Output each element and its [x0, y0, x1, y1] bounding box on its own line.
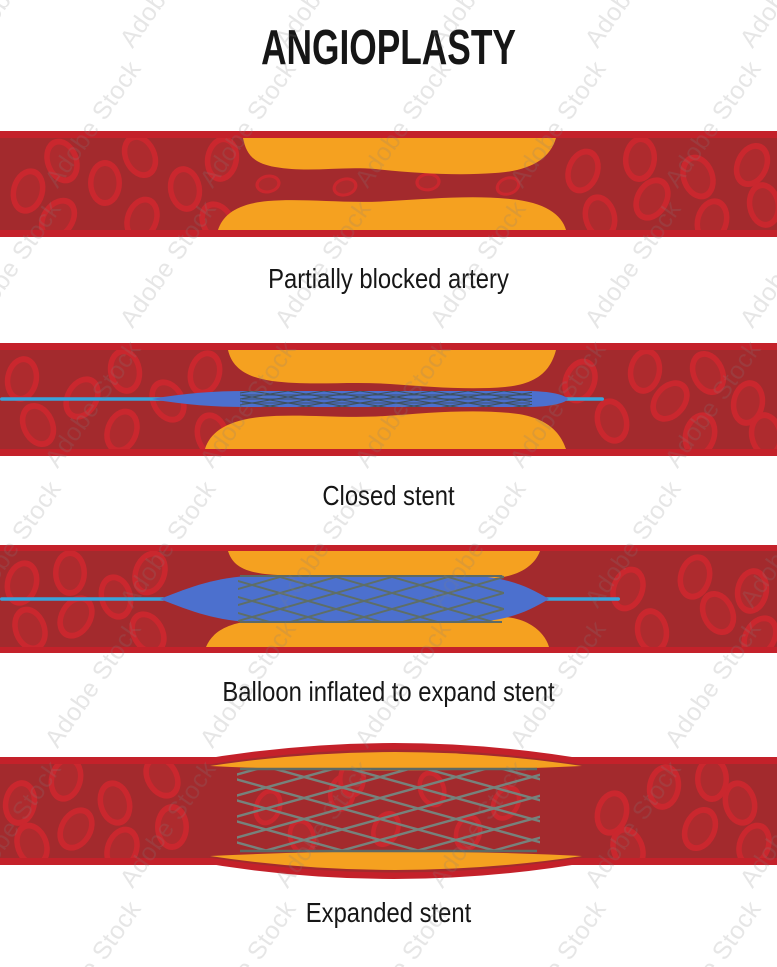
- red-blood-cell: [88, 160, 122, 206]
- red-blood-cell: [44, 138, 80, 184]
- red-blood-cell: [14, 822, 50, 868]
- red-blood-cell: [594, 398, 630, 444]
- red-blood-cell: [689, 350, 727, 396]
- caption-closed-stent: Closed stent: [322, 480, 455, 511]
- plaque-top: [243, 138, 556, 175]
- red-blood-cell: [722, 780, 758, 826]
- plaque-top: [228, 350, 556, 389]
- red-blood-cell: [677, 554, 713, 600]
- red-blood-cell: [199, 201, 237, 230]
- adobe-stock-watermark: Adobe Stock: [0, 0, 68, 53]
- red-blood-cell: [736, 822, 772, 868]
- red-blood-cell: [748, 412, 777, 449]
- stent-mesh: [238, 575, 504, 623]
- red-blood-cell: [97, 780, 133, 826]
- red-blood-cell: [48, 756, 84, 802]
- guidewire-right: [545, 597, 620, 601]
- artery-stage-closed-stent: [0, 343, 777, 456]
- red-blood-cell: [53, 551, 87, 596]
- artery-stage-balloon-inflated: [0, 545, 777, 653]
- red-blood-cell: [98, 574, 134, 620]
- red-blood-cell: [694, 198, 730, 230]
- red-blood-cell: [734, 568, 770, 614]
- red-blood-cell: [741, 615, 777, 647]
- red-blood-cell: [4, 560, 40, 606]
- red-blood-cell: [681, 806, 719, 852]
- red-blood-cell: [562, 358, 598, 404]
- red-blood-cell: [565, 148, 601, 194]
- red-blood-cell: [104, 408, 140, 449]
- red-blood-cell: [2, 780, 38, 826]
- red-blood-cell: [650, 380, 690, 422]
- adobe-stock-watermark: Adobe Stock: [735, 0, 777, 53]
- red-blood-cell: [695, 756, 729, 802]
- stent-edge-bars: [240, 575, 502, 623]
- red-blood-cell: [682, 412, 718, 449]
- red-blood-cell: [143, 755, 181, 799]
- guidewire-left: [0, 597, 165, 601]
- red-blood-cell: [634, 608, 670, 647]
- red-blood-cell: [633, 177, 671, 221]
- plaque-bottom: [218, 197, 566, 230]
- red-blood-cell: [107, 350, 143, 394]
- red-blood-cell: [680, 154, 716, 200]
- red-blood-cell: [415, 172, 441, 192]
- red-blood-cell: [627, 350, 663, 394]
- red-blood-cell: [622, 138, 658, 182]
- page-title: ANGIOPLASTY: [261, 21, 516, 75]
- red-blood-cell: [167, 166, 203, 212]
- stent-edge-bars: [240, 767, 537, 853]
- red-blood-cell: [57, 595, 95, 639]
- compressed-plaque-top: [210, 752, 582, 771]
- red-blood-cell: [124, 196, 160, 230]
- red-blood-cell: [187, 350, 223, 396]
- caption-partially-blocked: Partially blocked artery: [268, 263, 509, 294]
- red-blood-cell: [582, 194, 618, 230]
- red-blood-cell: [733, 142, 771, 188]
- red-blood-cell: [57, 807, 95, 851]
- red-blood-cell: [730, 380, 766, 426]
- red-blood-cell: [19, 402, 57, 448]
- artery-stage-expanded-stent: [0, 735, 777, 885]
- red-blood-cell: [204, 138, 240, 182]
- red-blood-cell: [38, 197, 78, 230]
- plaque-bottom: [206, 615, 549, 647]
- plaque-bottom: [205, 411, 566, 449]
- caption-balloon-inflated: Balloon inflated to expand stent: [222, 676, 555, 707]
- red-blood-cell: [4, 356, 40, 402]
- red-blood-cell: [132, 551, 168, 596]
- red-blood-cell: [155, 804, 189, 850]
- red-blood-cell: [646, 764, 682, 810]
- red-blood-cell: [255, 174, 281, 194]
- red-blood-cell: [746, 182, 777, 228]
- closed-stent-streaks: [242, 394, 530, 404]
- red-blood-cell: [10, 168, 46, 214]
- plaque-top: [228, 551, 540, 580]
- red-blood-cell: [495, 176, 521, 196]
- expanded-stent-mesh: [237, 768, 540, 852]
- caption-expanded-stent: Expanded stent: [305, 897, 472, 928]
- red-blood-cell: [332, 177, 358, 197]
- red-blood-cell: [12, 606, 48, 647]
- red-blood-cell: [594, 790, 630, 836]
- red-blood-cell: [129, 611, 167, 647]
- artery-stage-partially-blocked: [0, 131, 777, 237]
- red-blood-cell: [121, 138, 159, 179]
- compressed-plaque-bottom: [210, 851, 582, 870]
- red-blood-cell: [699, 590, 737, 636]
